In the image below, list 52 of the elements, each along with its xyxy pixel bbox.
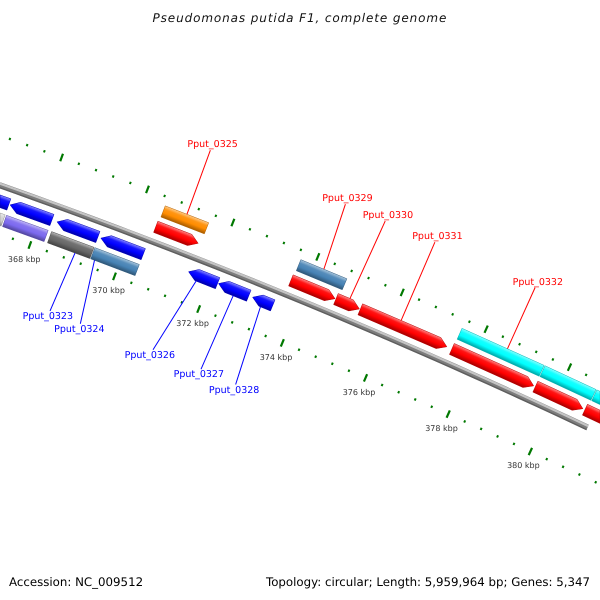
leader-line (400, 242, 436, 321)
gene-feature (56, 219, 100, 243)
tick-label: 368 kbp (8, 255, 40, 265)
gene-feature (218, 281, 252, 302)
gene-bar (540, 365, 596, 401)
leader-line (50, 252, 76, 312)
gene-label: Pput_0323 (22, 311, 74, 322)
tick-label: 370 kbp (92, 286, 125, 296)
leader-line (507, 287, 536, 350)
tick-label: 376 kbp (342, 388, 376, 398)
gene-bar (296, 259, 348, 290)
gene-bar (0, 212, 6, 226)
gene-label: Pput_0328 (208, 384, 260, 396)
gene-label: Pput_0326 (124, 350, 176, 362)
gene-feature (252, 294, 276, 312)
gene-label: Pput_0332 (512, 276, 564, 288)
diagram-title: Pseudomonas putida F1, complete genome (152, 11, 448, 26)
gene-feature (333, 293, 360, 312)
tick-label: 380 kbp (507, 461, 540, 471)
gene-feature (288, 274, 336, 301)
gene-feature (532, 380, 584, 411)
gene-label: Pput_0325 (187, 139, 238, 151)
gene-bar (2, 215, 48, 242)
gene-label: Pput_0331 (412, 231, 463, 243)
gene-label: Pput_0324 (54, 324, 105, 336)
gene-bar (160, 206, 209, 234)
leader-line (80, 260, 95, 324)
gene-feature (10, 202, 54, 226)
leader-line (323, 204, 346, 270)
gene-bar (591, 390, 600, 405)
gene-label: Pput_0330 (362, 210, 414, 222)
tick-label: 372 kbp (176, 318, 209, 328)
gene-bar (90, 247, 140, 276)
gene-feature (0, 194, 12, 210)
gene-feature (153, 220, 198, 246)
gene-label: Pput_0327 (174, 369, 224, 381)
accession-text: Accession: NC_009512 (9, 575, 144, 590)
gene-feature (188, 269, 220, 290)
leader-line (235, 306, 261, 385)
gene-feature (358, 304, 448, 349)
leader-line (152, 280, 197, 350)
genome-info-text: Topology: circular; Length: 5,959,964 bp; Genes: 5,347 (266, 575, 590, 590)
gene-feature (100, 235, 146, 260)
gene-bar (47, 231, 94, 259)
gene-label: Pput_0329 (322, 193, 373, 205)
tick-label: 378 kbp (425, 424, 458, 434)
tick-label: 374 kbp (260, 352, 292, 362)
leader-line (186, 150, 211, 215)
leader-line (350, 220, 386, 299)
leader-line (200, 295, 234, 370)
gene-feature (449, 343, 534, 388)
gene-bar (456, 328, 544, 376)
